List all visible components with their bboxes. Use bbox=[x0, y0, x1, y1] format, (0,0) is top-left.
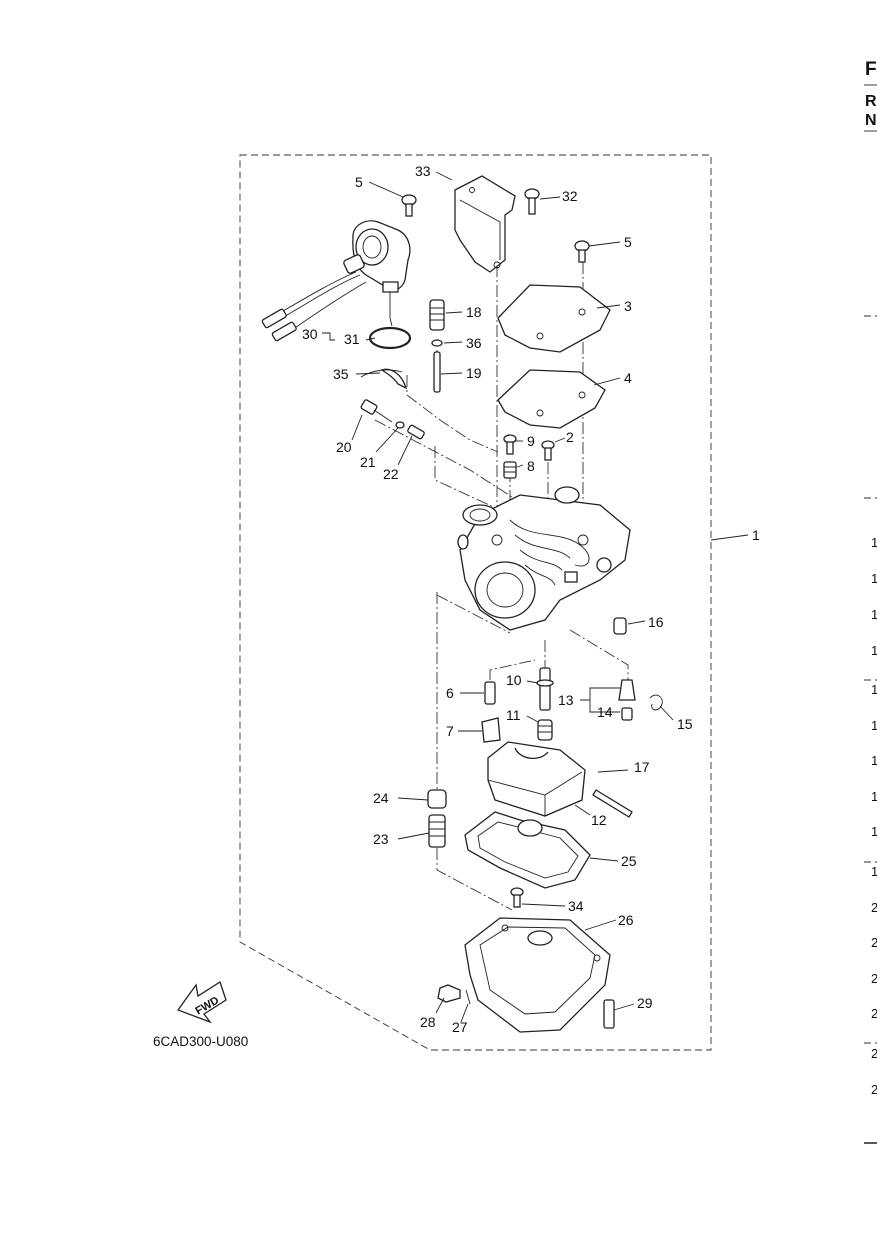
solenoid-assembly bbox=[261, 220, 412, 390]
leader-lines bbox=[322, 171, 749, 1023]
callout-22: 22 bbox=[383, 466, 399, 482]
carburetor-body bbox=[457, 486, 631, 631]
gasket-4 bbox=[497, 369, 606, 429]
callout-30: 30 bbox=[302, 326, 318, 342]
callout-12: 12 bbox=[591, 812, 607, 828]
float-12 bbox=[487, 741, 633, 818]
figure-code: 6CAD300-U080 bbox=[153, 1034, 248, 1049]
callout-1: 1 bbox=[752, 527, 760, 543]
lower-parts bbox=[481, 617, 663, 743]
edge-row-num: 2 bbox=[871, 1006, 877, 1021]
edge-row-num: 1 bbox=[871, 607, 877, 622]
callout-9: 9 bbox=[527, 433, 535, 449]
callout-11: 11 bbox=[506, 707, 521, 723]
callout-36: 36 bbox=[466, 335, 482, 351]
gasket-25 bbox=[464, 811, 591, 889]
edge-header-r: R bbox=[865, 93, 877, 110]
callout-20: 20 bbox=[336, 439, 352, 455]
cover-plate-3 bbox=[497, 284, 611, 353]
callout-21: 21 bbox=[360, 454, 376, 470]
callout-3: 3 bbox=[624, 298, 632, 314]
callout-35: 35 bbox=[333, 366, 349, 382]
edge-row-num: 1 bbox=[871, 682, 877, 697]
callout-16: 16 bbox=[648, 614, 664, 630]
callout-15: 15 bbox=[677, 716, 693, 732]
callout-24: 24 bbox=[373, 790, 389, 806]
callout-31: 31 bbox=[344, 331, 360, 347]
edge-row-num: 1 bbox=[871, 718, 877, 733]
edge-row-num: 1 bbox=[871, 789, 877, 804]
callout-7: 7 bbox=[446, 723, 454, 739]
callout-19: 19 bbox=[466, 365, 482, 381]
callout-labels: 1 2 3 4 5 5 6 7 8 9 10 11 12 13 14 15 16… bbox=[302, 163, 760, 1035]
edge-row-num: 1 bbox=[871, 571, 877, 586]
callout-13: 13 bbox=[558, 692, 574, 708]
callout-5-left: 5 bbox=[355, 174, 363, 190]
edge-row-num: 2 bbox=[871, 971, 877, 986]
callout-29: 29 bbox=[637, 995, 653, 1011]
edge-row-num: 2 bbox=[871, 1082, 877, 1097]
edge-header-f: F bbox=[865, 59, 877, 80]
edge-row-num: 1 bbox=[871, 824, 877, 839]
parts-9-8-2 bbox=[503, 434, 555, 479]
bracket-33 bbox=[454, 175, 516, 273]
screws-top bbox=[401, 188, 590, 263]
parts-20-21-22 bbox=[360, 399, 425, 440]
callout-10: 10 bbox=[506, 672, 522, 688]
callout-14: 14 bbox=[597, 704, 613, 720]
callout-8: 8 bbox=[527, 458, 535, 474]
parts-18-36-19 bbox=[429, 299, 445, 393]
callout-2: 2 bbox=[566, 429, 574, 445]
callout-4: 4 bbox=[624, 370, 632, 386]
edge-row-num: 2 bbox=[871, 1046, 877, 1061]
callout-17: 17 bbox=[634, 759, 650, 775]
edge-row-num: 1 bbox=[871, 643, 877, 658]
edge-row-num: 1 bbox=[871, 753, 877, 768]
edge-row-num: 1 bbox=[871, 535, 877, 550]
callout-6: 6 bbox=[446, 685, 454, 701]
callout-23: 23 bbox=[373, 831, 389, 847]
edge-row-num: 2 bbox=[871, 935, 877, 950]
callout-5-right: 5 bbox=[624, 234, 632, 250]
callout-28: 28 bbox=[420, 1014, 436, 1030]
right-edge-column: F R N 1 1 1 1 1 1 1 1 1 1 2 2 2 2 2 2 bbox=[864, 59, 877, 1144]
callout-18: 18 bbox=[466, 304, 482, 320]
float-chamber-26 bbox=[437, 887, 615, 1033]
callout-34: 34 bbox=[568, 898, 584, 914]
edge-row-num: 2 bbox=[871, 900, 877, 915]
callout-25: 25 bbox=[621, 853, 637, 869]
edge-header-n: N bbox=[865, 112, 877, 129]
edge-row-num: 1 bbox=[871, 864, 877, 879]
parts-24-23 bbox=[427, 789, 447, 848]
callout-32: 32 bbox=[562, 188, 578, 204]
assembly-boundary bbox=[239, 154, 712, 1051]
fwd-arrow-icon: FWD bbox=[176, 981, 227, 1024]
callout-26: 26 bbox=[618, 912, 634, 928]
callout-33: 33 bbox=[415, 163, 431, 179]
callout-27: 27 bbox=[452, 1019, 468, 1035]
